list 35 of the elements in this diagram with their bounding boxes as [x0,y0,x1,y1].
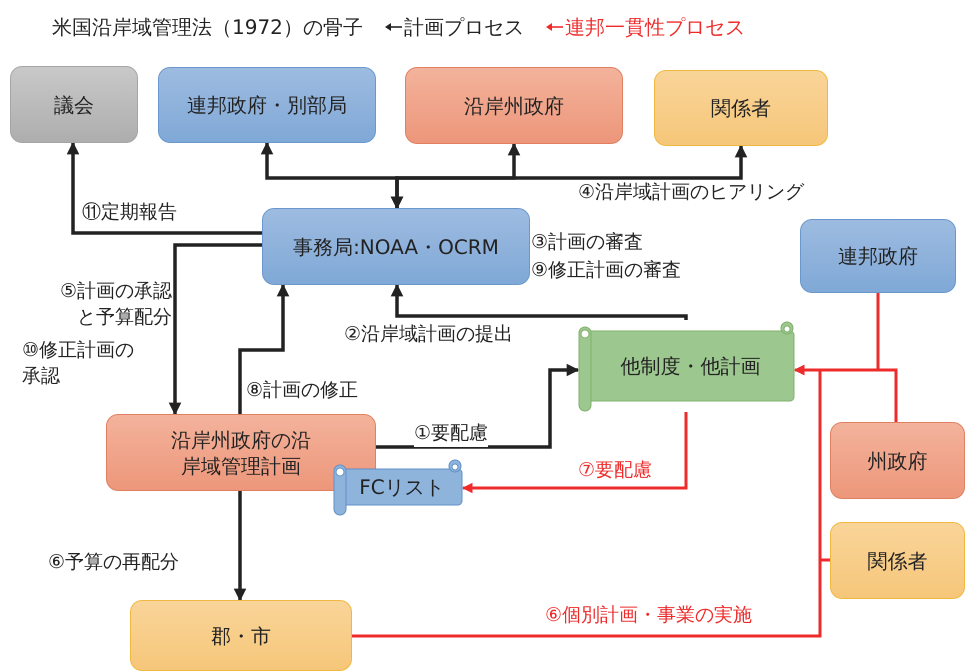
rounded-box [830,522,965,599]
node-label: 事務局:NOAA・OCRM [293,234,499,260]
legend-text: 計画プロセス [404,14,524,41]
rounded-box [830,422,965,499]
arrow [462,412,688,494]
arrow [168,243,262,416]
node-label: 関係者 [868,548,928,574]
rounded-box [10,66,138,143]
arrow [352,364,822,638]
node-label: 関係者 [711,95,771,121]
node-label: 沿岸州政府の沿岸域管理計画 [170,426,312,478]
node-label: FCリスト [358,474,445,500]
note-text: ③計画の審査 [531,230,644,255]
rounded-box [405,67,623,144]
node-label: 郡・市 [211,622,271,648]
arrow [376,364,580,449]
rounded-box [654,70,828,146]
arrow [238,284,290,414]
node-label: 連邦政府・別部局 [187,92,347,118]
arrow [390,284,688,320]
node-label: 議会 [54,92,94,118]
rounded-box [800,219,956,293]
node-label: 州政府 [868,448,928,474]
node-label: 沿岸州政府 [464,92,564,118]
legend-text: 連邦一貫性プロセス [564,14,745,41]
rounded-box [130,600,352,671]
diagram-title: 米国沿岸域管理法（1972）の骨子 [52,14,363,41]
rounded-box [158,67,376,143]
arrow [66,142,262,235]
edge-label: ①要配慮 [414,421,488,447]
arrow [234,491,246,602]
note-text: ⑨修正計画の審査 [531,258,682,283]
node-label: 他制度・他計画 [620,353,760,379]
arrow [390,144,748,210]
node-label: 連邦政府 [838,243,918,269]
